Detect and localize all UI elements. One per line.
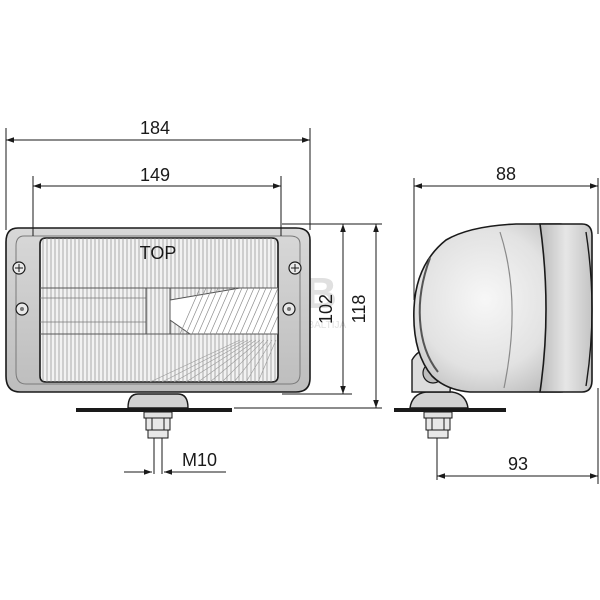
dimension-total-height: 118 xyxy=(234,223,382,409)
side-mounting-foot xyxy=(409,391,469,409)
front-screw-bottom-left xyxy=(15,302,29,316)
front-screw-top-right xyxy=(288,261,302,275)
dimension-total-width: 184 xyxy=(5,118,311,230)
side-view: 88 93 xyxy=(394,164,599,484)
front-view: TOP 184 149 102 118 xyxy=(5,118,382,475)
front-bolt xyxy=(143,411,173,474)
dimension-label-m10: M10 xyxy=(182,450,217,470)
lens-pattern xyxy=(40,238,278,382)
dimension-lens-height: 102 xyxy=(282,223,352,395)
dimension-label-102: 102 xyxy=(316,294,336,324)
front-screw-top-left xyxy=(12,261,26,275)
front-lens xyxy=(39,237,279,383)
dimension-label-93: 93 xyxy=(508,454,528,474)
dimension-depth: 88 xyxy=(413,164,599,300)
side-front-bezel xyxy=(539,223,593,393)
side-bolt xyxy=(423,411,453,480)
front-screw-bottom-right xyxy=(282,302,296,316)
dimension-label-149: 149 xyxy=(140,165,170,185)
dimension-label-184: 184 xyxy=(140,118,170,138)
dimension-mount-depth: 93 xyxy=(437,388,599,484)
top-marking-label: TOP xyxy=(140,243,177,263)
dimension-label-88: 88 xyxy=(496,164,516,184)
dimension-thread: M10 xyxy=(124,450,226,475)
dimension-label-118: 118 xyxy=(349,295,369,324)
front-mounting-foot xyxy=(127,393,189,409)
dimension-lens-width: 149 xyxy=(32,165,282,236)
